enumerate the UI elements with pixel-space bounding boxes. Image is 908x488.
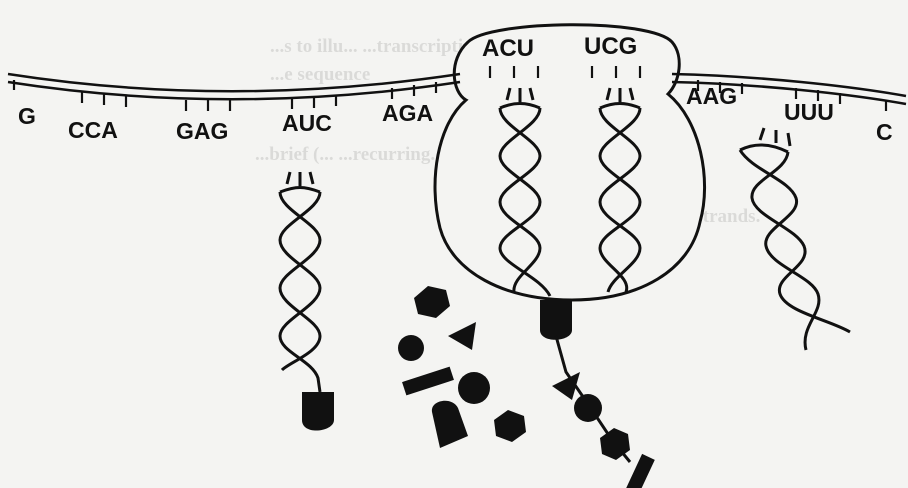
amino-bar-chain	[625, 453, 655, 488]
polypeptide-chain	[540, 300, 655, 488]
mrna-base-ticks	[12, 66, 888, 111]
mrna-codon-labels: G CCA GAG AUC AGA AAG UUU C	[18, 83, 893, 145]
codon-label: AUC	[282, 110, 332, 136]
codon-label: GAG	[176, 118, 228, 144]
codon-label-ucg: UCG	[584, 33, 637, 60]
amino-hexagon	[494, 410, 526, 442]
amino-circle	[458, 372, 490, 404]
codon-label: UUU	[784, 99, 834, 125]
amino-acid-attached	[540, 300, 572, 340]
ribosome-codon-labels: ACU UCG	[482, 33, 637, 62]
amino-hexagon-chain	[600, 428, 630, 460]
trna-p-site	[498, 87, 552, 297]
amino-circle	[398, 335, 424, 361]
amino-bar	[402, 366, 454, 396]
trna-leaving	[738, 127, 851, 351]
codon-label: AAG	[686, 83, 737, 109]
codon-label: C	[876, 119, 893, 145]
bleed-line-3: ...brief (... ...recurring.	[255, 144, 435, 165]
ribosome	[433, 23, 707, 302]
amino-circle-chain	[574, 394, 602, 422]
codon-label-acu: ACU	[482, 35, 534, 62]
amino-acid-free	[302, 392, 334, 431]
amino-triangle-chain	[552, 372, 580, 400]
bleed-line-1: ...s to illu... ...transcription	[270, 36, 484, 57]
codon-label: CCA	[68, 117, 118, 143]
mrna-strand	[7, 72, 907, 106]
bleed-line-2: ...e sequence	[270, 64, 370, 85]
trna-a-site	[598, 87, 642, 293]
amino-rounded-block	[431, 400, 468, 448]
codon-label: G	[18, 103, 36, 129]
codon-label: AGA	[382, 100, 433, 126]
free-amino-acids	[398, 286, 526, 448]
amino-triangle	[448, 322, 476, 350]
amino-hexagon	[414, 286, 450, 318]
trna-left	[278, 171, 322, 393]
